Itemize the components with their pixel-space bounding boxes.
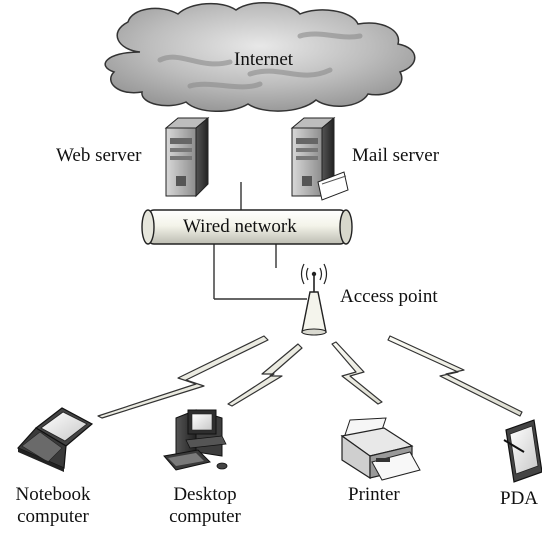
cloud-icon bbox=[104, 2, 416, 112]
notebook-label-line1: Notebook bbox=[15, 484, 91, 505]
pda-label: PDA bbox=[500, 488, 539, 509]
printer-icon bbox=[340, 417, 421, 481]
desktop-label-line1: Desktop bbox=[173, 484, 237, 505]
wired-network-label: Wired network bbox=[183, 216, 297, 237]
wired-network-pipe bbox=[141, 209, 353, 245]
mail-server-tower-icon bbox=[290, 116, 349, 201]
wireless-links bbox=[97, 335, 523, 419]
notebook-label-line2: computer bbox=[17, 506, 89, 527]
printer-label: Printer bbox=[348, 484, 400, 505]
internet-label: Internet bbox=[234, 49, 294, 70]
pda-icon bbox=[503, 419, 542, 483]
wireless-link-desktop bbox=[227, 343, 303, 407]
wireless-link-notebook bbox=[97, 335, 269, 419]
server-tower-icon bbox=[164, 116, 210, 198]
web-server-label: Web server bbox=[56, 145, 142, 166]
desktop-label-line2: computer bbox=[169, 506, 241, 527]
laptop-icon bbox=[16, 407, 94, 472]
access-point-label: Access point bbox=[340, 286, 438, 307]
wiring bbox=[213, 182, 307, 300]
wireless-link-printer bbox=[331, 341, 383, 405]
access-point-antenna-icon bbox=[300, 263, 328, 336]
notebook-computer-label: Notebook computer bbox=[0, 484, 106, 528]
mail-server-label: Mail server bbox=[352, 145, 440, 166]
desktop-computer-label: Desktop computer bbox=[150, 484, 260, 528]
wireless-link-pda bbox=[387, 335, 523, 417]
desktop-computer-icon bbox=[163, 409, 228, 471]
